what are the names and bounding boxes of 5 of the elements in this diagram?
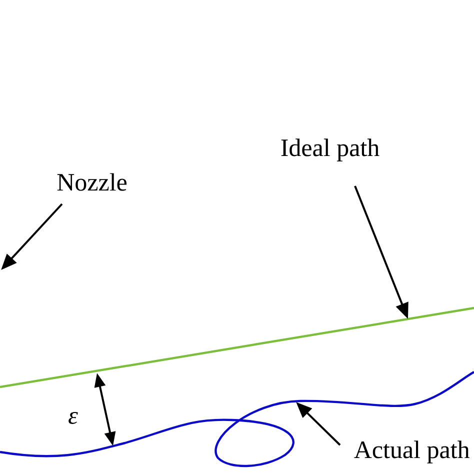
callout-label: Nozzle: [57, 173, 127, 191]
actual-path-curve: [0, 371, 474, 467]
callout-label: Ideal path: [281, 138, 380, 162]
symbol-label: ε: [68, 412, 78, 424]
ideal-path-line: [0, 306, 474, 388]
